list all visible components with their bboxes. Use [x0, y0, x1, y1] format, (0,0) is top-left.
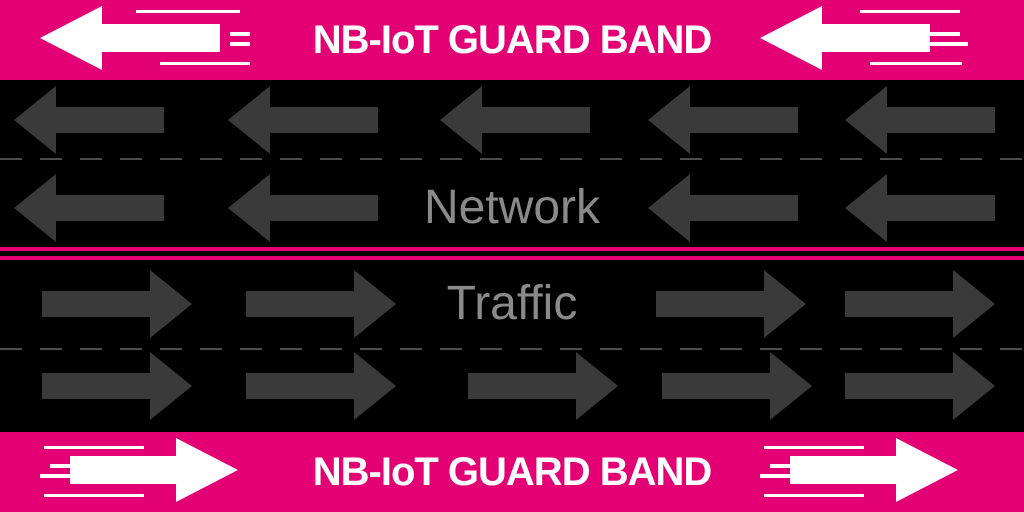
lane-dash [40, 348, 62, 350]
lane-dash [1000, 158, 1022, 160]
lane-dash [600, 348, 622, 350]
lane-dash [480, 158, 502, 160]
lane-dash [280, 348, 302, 350]
lane-dash [640, 158, 662, 160]
lane-dash [360, 158, 382, 160]
left-arrow-icon [228, 174, 378, 242]
left-arrow-icon [14, 174, 164, 242]
road-markings [0, 86, 1024, 420]
lane-dash [800, 158, 822, 160]
left-arrow-icon [14, 86, 164, 154]
right-arrow-icon [40, 438, 238, 502]
lane-dash [520, 348, 542, 350]
lane-dash [40, 158, 62, 160]
lane-dash [400, 348, 422, 350]
lane-dash [960, 348, 982, 350]
top-band-title: NB-IoT GUARD BAND [312, 18, 713, 62]
right-arrow-icon [42, 270, 192, 338]
lane-dash [400, 158, 422, 160]
lane-dash [600, 158, 622, 160]
lane-dash [840, 348, 862, 350]
lane-dash [560, 348, 582, 350]
left-arrow-icon [440, 86, 590, 154]
lane-dash [200, 348, 222, 350]
lane-dash [920, 158, 942, 160]
left-arrow-icon [845, 86, 995, 154]
lane-dash [760, 158, 782, 160]
bottom-guard-band: NB-IoT GUARD BAND [0, 432, 1024, 512]
road-label-network: Network [423, 181, 601, 234]
lane-dash [840, 158, 862, 160]
lane-dash [440, 158, 462, 160]
left-arrow-icon [760, 6, 968, 70]
lane-dash [200, 158, 222, 160]
lane-dash [240, 348, 262, 350]
lane-dash [800, 348, 822, 350]
right-arrow-icon [42, 352, 192, 420]
lane-dash [0, 158, 22, 160]
road-label-traffic: Traffic [446, 277, 578, 330]
left-arrow-icon [648, 174, 798, 242]
lane-dash [560, 158, 582, 160]
lane-dash [160, 348, 182, 350]
left-arrow-icon [228, 86, 378, 154]
road: Network Traffic [0, 80, 1024, 432]
top-guard-band: NB-IoT GUARD BAND [0, 0, 1024, 80]
lane-dash [920, 348, 942, 350]
lane-dash [720, 158, 742, 160]
lane-dash [280, 158, 302, 160]
lane-dash [320, 158, 342, 160]
lane-dash [880, 158, 902, 160]
lane-dash [160, 158, 182, 160]
lane-dash [880, 348, 902, 350]
lane-dash [440, 348, 462, 350]
right-arrow-icon [468, 352, 618, 420]
lane-dash [120, 348, 142, 350]
left-arrow-icon [845, 174, 995, 242]
right-arrow-icon [246, 352, 396, 420]
center-divider-line [0, 247, 1024, 251]
lane-dash [640, 348, 662, 350]
lane-dash [80, 348, 102, 350]
right-arrow-icon [246, 270, 396, 338]
lane-dash [520, 158, 542, 160]
lane-dash [0, 348, 22, 350]
left-arrow-icon [648, 86, 798, 154]
right-arrow-icon [845, 352, 995, 420]
lane-dash [960, 158, 982, 160]
lane-dash [1000, 348, 1022, 350]
lane-dash [360, 348, 382, 350]
left-arrow-icon [40, 6, 250, 70]
bottom-band-title: NB-IoT GUARD BAND [312, 450, 713, 494]
right-arrow-icon [760, 438, 958, 502]
lane-dash [720, 348, 742, 350]
lane-dash [760, 348, 782, 350]
right-arrow-icon [656, 270, 806, 338]
lane-dash [680, 348, 702, 350]
right-arrow-icon [662, 352, 812, 420]
center-divider-line [0, 256, 1024, 260]
lane-dash [80, 158, 102, 160]
lane-dash [680, 158, 702, 160]
right-arrow-icon [845, 270, 995, 338]
lane-dash [480, 348, 502, 350]
lane-dash [120, 158, 142, 160]
lane-dash [240, 158, 262, 160]
lane-dash [320, 348, 342, 350]
